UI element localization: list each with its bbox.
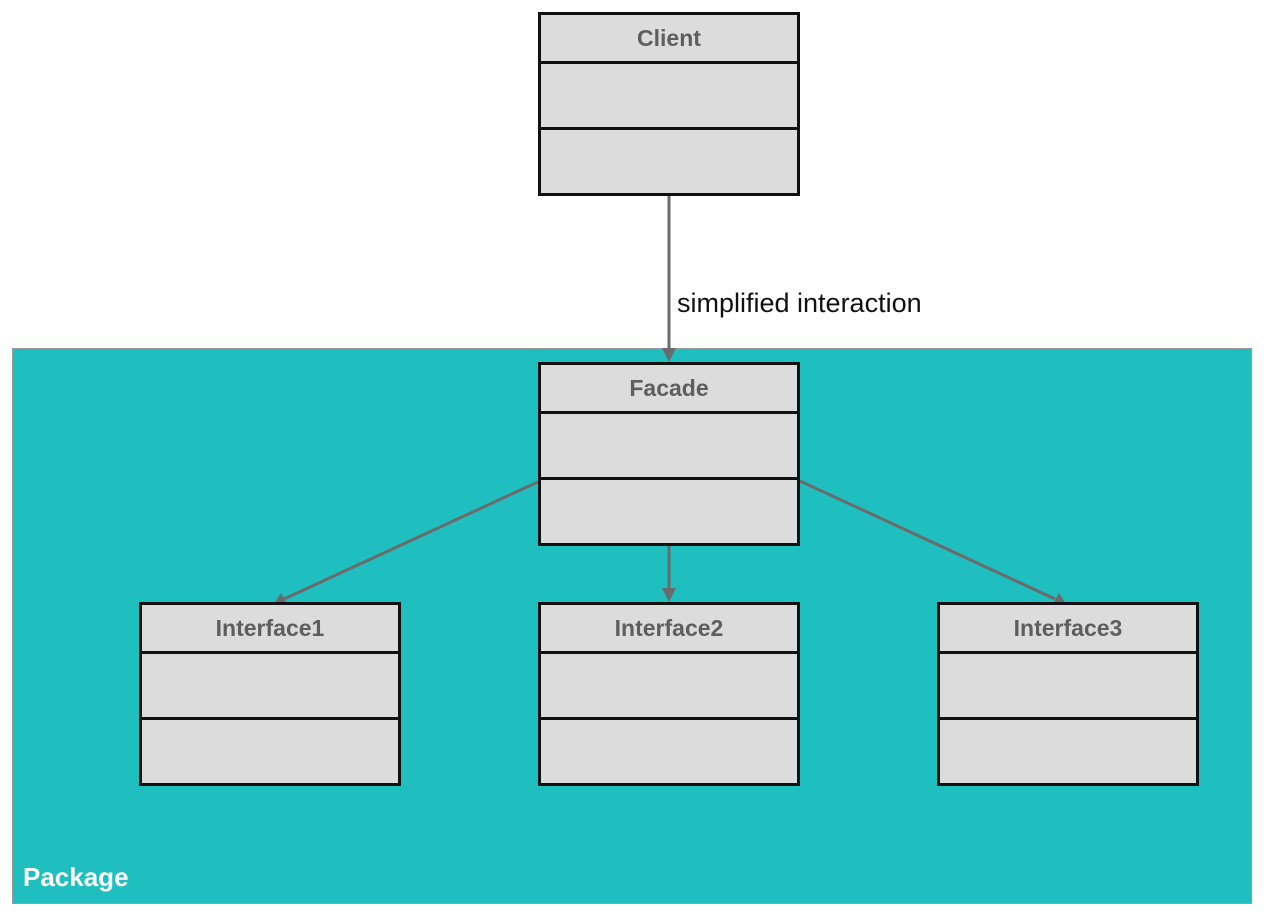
arrow-facade-interface2 [662,546,676,602]
class-interface3[interactable]: Interface3 [937,602,1199,786]
class-interface3-name: Interface3 [940,605,1196,654]
class-interface1[interactable]: Interface1 [139,602,401,786]
arrow-facade-interface3 [799,479,1067,606]
class-interface2[interactable]: Interface2 [538,602,800,786]
class-interface3-attributes [940,654,1196,720]
class-interface2-attributes [541,654,797,720]
class-interface3-operations [940,720,1196,783]
class-client-operations [541,130,797,193]
class-client[interactable]: Client [538,12,800,196]
class-facade-attributes [541,414,797,480]
class-interface1-operations [142,720,398,783]
class-client-attributes [541,64,797,130]
class-interface2-operations [541,720,797,783]
class-interface1-name: Interface1 [142,605,398,654]
arrow-client-facade [662,195,676,362]
relation-label-simplified-interaction: simplified interaction [677,288,922,318]
arrow-facade-interface1 [273,479,541,606]
class-interface2-name: Interface2 [541,605,797,654]
class-facade[interactable]: Facade [538,362,800,546]
class-facade-name: Facade [541,365,797,414]
class-client-name: Client [541,15,797,64]
class-interface1-attributes [142,654,398,720]
class-facade-operations [541,480,797,543]
package-label: Package [23,862,129,892]
